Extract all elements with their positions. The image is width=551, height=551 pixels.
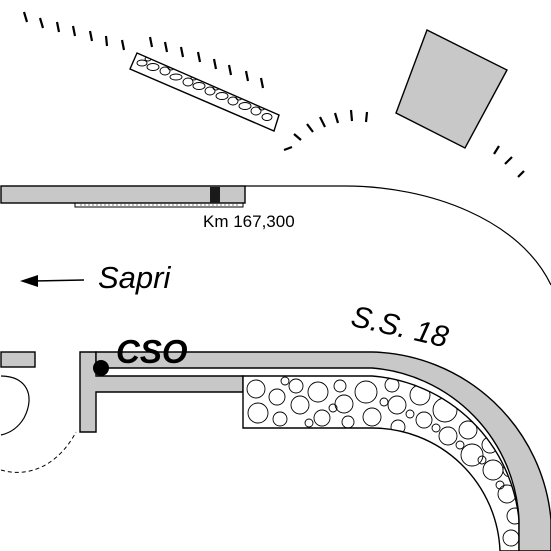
embankment-marks-top-left xyxy=(22,11,265,89)
rock-fill-bar xyxy=(129,52,280,132)
arrow-left-icon xyxy=(20,275,85,287)
dashed-curve xyxy=(0,431,77,473)
upper-platform xyxy=(0,185,246,208)
direction-label: Sapri xyxy=(98,260,171,295)
embankment-marks-arc xyxy=(283,109,525,178)
lower-left-bar xyxy=(0,351,36,368)
building-square xyxy=(395,29,508,149)
road-strip xyxy=(95,351,551,551)
km-marker-label: Km 167,300 xyxy=(203,212,295,231)
road-edge-curve xyxy=(245,185,551,286)
station-label: CSO xyxy=(116,333,188,370)
lower-left-arc xyxy=(0,375,30,436)
filled-circle-icon xyxy=(93,360,109,376)
